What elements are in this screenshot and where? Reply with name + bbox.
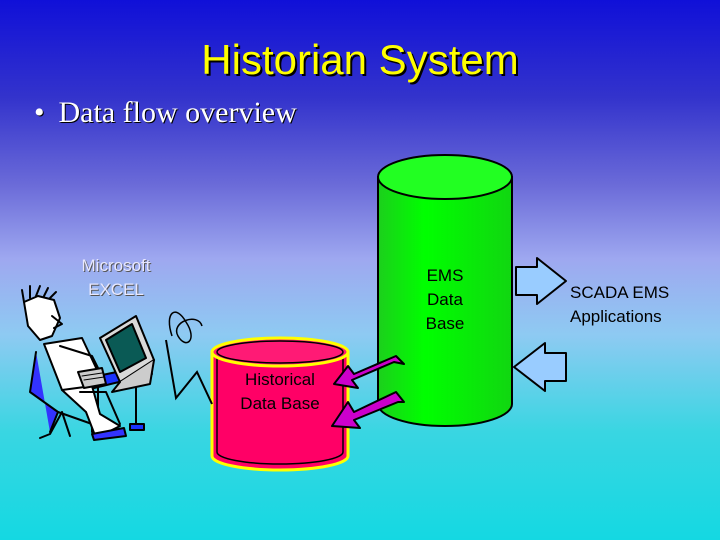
bullet-marker: • [34,96,45,129]
blue-arrow-outgoing [516,258,566,304]
historical-database-label: Historical Data Base [226,368,334,416]
bullet-line: • Data flow overview [34,96,297,130]
blue-arrow-incoming [514,343,566,391]
mouse-cord-doodle [169,312,202,342]
excel-label: Microsoft EXCEL [62,254,170,302]
lightning-link-icon [166,340,212,404]
person-at-computer-icon [22,286,154,440]
ems-database-label: EMS Data Base [410,264,480,336]
page-title: Historian System [0,36,720,84]
scada-apps-label: SCADA EMS Applications [570,281,710,329]
bullet-text: Data flow overview [59,96,297,129]
